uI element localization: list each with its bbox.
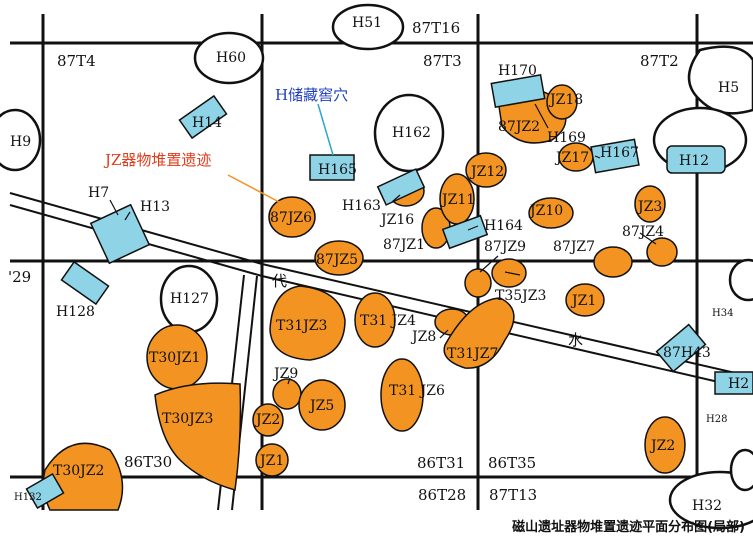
label-29: '29 — [8, 268, 31, 286]
feature-labels: H51 H60 H9 H5 H162 H127 H32 H14 H165 H7 … — [10, 15, 749, 514]
svg-text:T30JZ2: T30JZ2 — [53, 463, 104, 479]
trench-labels: 87T16 87T4 87T3 87T2 '29 86T30 86T31 86T… — [8, 19, 679, 504]
svg-text:H14: H14 — [192, 115, 222, 131]
svg-text:T30JZ1: T30JZ1 — [149, 350, 200, 366]
svg-text:T30JZ3: T30JZ3 — [162, 411, 213, 427]
pit-H162 — [373, 93, 445, 173]
label-86T28: 86T28 — [418, 486, 466, 504]
svg-text:H60: H60 — [216, 50, 246, 66]
svg-text:H165: H165 — [318, 162, 357, 178]
svg-text:H28: H28 — [706, 414, 727, 425]
svg-text:H132: H132 — [14, 492, 42, 503]
svg-text:H5: H5 — [718, 80, 739, 96]
svg-text:T31JZ3: T31JZ3 — [276, 318, 327, 334]
svg-text:H51: H51 — [352, 15, 382, 31]
pit-H60 — [193, 31, 265, 85]
svg-text:JZ8: JZ8 — [410, 329, 436, 345]
svg-text:T31 JZ6: T31 JZ6 — [389, 383, 445, 399]
svg-text:87JZ9: 87JZ9 — [484, 239, 526, 255]
svg-text:JZ17: JZ17 — [554, 150, 589, 166]
svg-text:T35JZ3: T35JZ3 — [495, 288, 546, 304]
label-87T4: 87T4 — [57, 52, 96, 70]
trench-grid — [10, 14, 753, 510]
svg-text:H169: H169 — [547, 130, 586, 146]
svg-text:JZ5: JZ5 — [308, 398, 334, 414]
svg-text:JZ16: JZ16 — [379, 212, 414, 228]
svg-text:H32: H32 — [692, 498, 722, 514]
figure-caption: 磁山遗址器物堆置遗迹平面分布图(局部) — [512, 520, 745, 535]
label-87T3: 87T3 — [423, 52, 462, 70]
label-road: 代 — [272, 272, 287, 290]
pit-H9 — [0, 108, 42, 172]
svg-text:H164: H164 — [484, 218, 523, 234]
legend-jz-pile: JZ器物堆置遗迹 — [103, 151, 211, 169]
svg-text:JZ2: JZ2 — [649, 438, 675, 454]
svg-text:H13: H13 — [140, 199, 170, 215]
label-86T35: 86T35 — [488, 454, 536, 472]
svg-text:JZ12: JZ12 — [469, 164, 504, 180]
svg-text:JZ1: JZ1 — [570, 293, 596, 309]
legend-leaders — [227, 103, 334, 204]
svg-text:H162: H162 — [392, 125, 431, 141]
svg-text:JZ9: JZ9 — [272, 366, 298, 382]
svg-text:H170: H170 — [498, 63, 537, 79]
pit-edge-right — [728, 258, 753, 302]
svg-text:JZ18: JZ18 — [548, 92, 583, 108]
svg-text:T31JZ7: T31JZ7 — [447, 346, 498, 362]
leader-lines — [109, 103, 657, 385]
svg-text:JZ10: JZ10 — [528, 203, 563, 219]
label-water: 水 — [568, 331, 583, 349]
label-87T16: 87T16 — [412, 19, 460, 37]
svg-text:87JZ7: 87JZ7 — [553, 239, 595, 255]
svg-text:T31 JZ4: T31 JZ4 — [360, 313, 416, 329]
pit-edge-right-low — [729, 448, 753, 492]
label-87T2: 87T2 — [640, 52, 679, 70]
svg-text:H163: H163 — [342, 198, 381, 214]
svg-text:H12: H12 — [679, 153, 709, 169]
svg-text:H9: H9 — [10, 134, 31, 150]
label-87T13: 87T13 — [489, 486, 537, 504]
label-86T31: 86T31 — [417, 454, 465, 472]
label-86T30: 86T30 — [124, 453, 172, 471]
svg-text:H2: H2 — [728, 376, 749, 392]
svg-text:H34: H34 — [712, 308, 733, 319]
svg-text:H128: H128 — [56, 304, 95, 320]
svg-text:87JZ6: 87JZ6 — [270, 210, 312, 226]
jz-pits — [42, 84, 686, 511]
svg-text:H7: H7 — [88, 185, 109, 201]
svg-text:87JZ4: 87JZ4 — [622, 224, 664, 240]
svg-text:H127: H127 — [170, 291, 209, 307]
empty-pits — [0, 3, 753, 530]
svg-text:H167: H167 — [600, 145, 639, 161]
storage-pits — [25, 73, 753, 510]
svg-text:JZ3: JZ3 — [636, 199, 662, 215]
svg-text:JZ2: JZ2 — [254, 412, 280, 428]
svg-text:JZ1: JZ1 — [258, 453, 284, 469]
svg-text:JZ11: JZ11 — [440, 192, 475, 208]
pit-H51 — [331, 3, 405, 51]
pit-H32 — [668, 470, 753, 530]
svg-text:87JZ5: 87JZ5 — [316, 252, 358, 268]
svg-text:87H43: 87H43 — [663, 345, 711, 361]
legend-storage-pit: H储藏窖穴 — [275, 86, 348, 104]
svg-text:87JZ2: 87JZ2 — [498, 119, 540, 135]
svg-text:87JZ1: 87JZ1 — [383, 237, 425, 253]
